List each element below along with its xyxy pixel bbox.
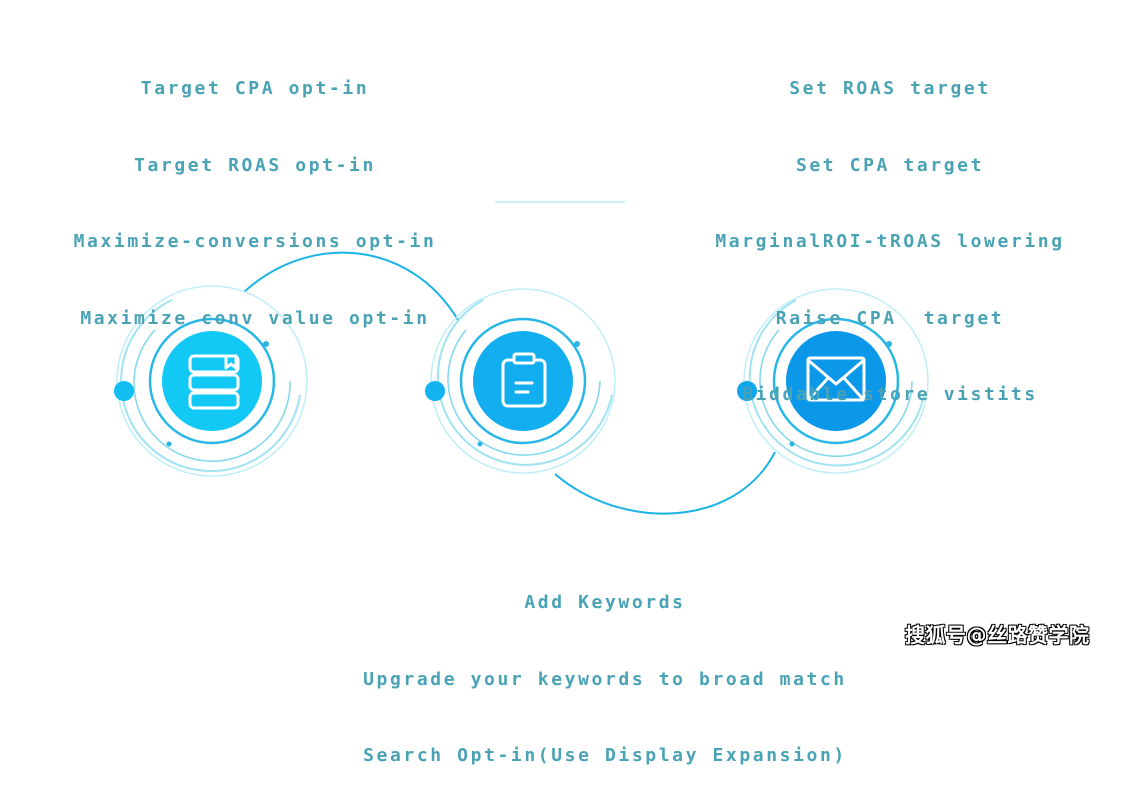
watermark: 搜狐号@丝路赞学院 [905,623,1090,647]
keywords-list: Add Keywords Upgrade your keywords to br… [330,539,880,794]
list-item: Add Keywords [524,592,686,613]
connector-arc-bottom [554,451,776,515]
list-item: Maximize conv value opt-in [80,307,430,329]
list-item: Raise CPA target [775,307,1005,329]
list-item: Target CPA opt-in [140,78,370,99]
list-item: Set ROAS target [789,78,991,99]
list-item: Maximize-conversions opt-in [73,231,437,252]
node-2 [425,288,616,474]
list-item: Set CPA target [795,154,985,176]
clipboard-icon [501,352,547,408]
list-item: Biddable store vistits [742,384,1038,405]
node-1 [114,285,308,477]
bidding-strategy-list: Target CPA opt-in Target ROAS opt-in Max… [40,25,470,357]
process-diagram [114,201,929,515]
list-item: Search Opt-in(Use Display Expansion) [363,745,847,766]
book-stack-icon [188,354,240,410]
list-item: MarginalROI-tROAS lowering [715,231,1065,252]
connector-arc-top [243,251,459,321]
target-settings-list: Set ROAS target Set CPA target MarginalR… [680,25,1100,433]
list-item: Target ROAS opt-in [134,154,376,176]
node-3 [737,288,929,474]
list-item: Upgrade your keywords to broad match [363,668,847,690]
envelope-icon [806,356,866,402]
